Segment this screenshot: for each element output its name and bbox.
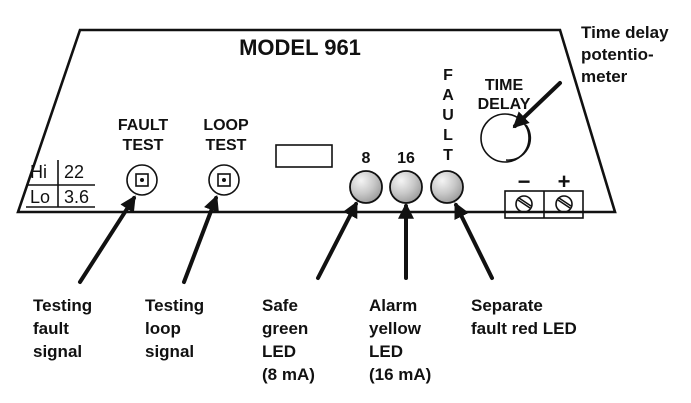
callout-alarm-led: Alarm yellow LED (16 mA) bbox=[369, 296, 431, 384]
fault-test-label-1: FAULT bbox=[118, 117, 169, 134]
loop-test-button[interactable]: LOOP TEST bbox=[203, 117, 249, 196]
svg-text:Testing: Testing bbox=[145, 296, 204, 315]
range-lo-value: 3.6 bbox=[64, 187, 89, 207]
range-hi-label: Hi bbox=[30, 162, 47, 182]
fault-vertical-label: F A U L T bbox=[442, 67, 454, 164]
panel-title: MODEL 961 bbox=[239, 35, 361, 60]
range-block: Hi Lo 22 3.6 bbox=[26, 160, 95, 208]
panel-outline bbox=[16, 28, 617, 214]
callout-fault-led: Separate fault red LED bbox=[471, 296, 577, 338]
svg-text:fault red LED: fault red LED bbox=[471, 319, 577, 338]
svg-text:Safe: Safe bbox=[262, 296, 298, 315]
fault-test-label-2: TEST bbox=[123, 137, 164, 154]
callout-safe-led: Safe green LED (8 mA) bbox=[262, 296, 315, 384]
terminal-minus-label: − bbox=[518, 169, 531, 194]
loop-test-label-1: LOOP bbox=[203, 117, 249, 134]
svg-text:signal: signal bbox=[145, 342, 194, 361]
callout-time-delay: Time delay potentio- meter bbox=[581, 23, 669, 86]
svg-text:T: T bbox=[443, 147, 453, 164]
svg-text:Separate: Separate bbox=[471, 296, 543, 315]
arrow-testing-loop bbox=[182, 195, 219, 284]
svg-text:F: F bbox=[443, 67, 453, 84]
terminal-screw-plus[interactable] bbox=[555, 195, 573, 213]
svg-text:meter: meter bbox=[581, 67, 628, 86]
arrow-safe-led bbox=[316, 201, 358, 280]
fault-red-led bbox=[430, 170, 464, 204]
svg-text:(8 mA): (8 mA) bbox=[262, 365, 315, 384]
time-delay-potentiometer[interactable] bbox=[480, 113, 532, 163]
arrow-time-delay bbox=[512, 81, 562, 129]
svg-text:signal: signal bbox=[33, 342, 82, 361]
display-window bbox=[275, 144, 333, 168]
svg-text:Alarm: Alarm bbox=[369, 296, 417, 315]
callout-testing-loop: Testing loop signal bbox=[145, 296, 204, 361]
time-delay-label-1: TIME bbox=[485, 77, 524, 94]
fault-test-button[interactable]: FAULT TEST bbox=[118, 117, 169, 196]
callout-testing-fault: Testing fault signal bbox=[33, 296, 92, 361]
arrow-fault-led bbox=[454, 202, 494, 280]
led-label-8: 8 bbox=[362, 150, 371, 167]
svg-text:LED: LED bbox=[369, 342, 403, 361]
terminal-plus-label: + bbox=[558, 169, 571, 194]
led-label-16: 16 bbox=[397, 150, 415, 167]
svg-text:potentio-: potentio- bbox=[581, 45, 654, 64]
svg-text:A: A bbox=[442, 87, 454, 104]
svg-text:Time delay: Time delay bbox=[581, 23, 669, 42]
svg-text:yellow: yellow bbox=[369, 319, 422, 338]
alarm-yellow-led bbox=[389, 170, 423, 204]
svg-text:fault: fault bbox=[33, 319, 69, 338]
range-lo-label: Lo bbox=[30, 187, 50, 207]
arrow-testing-fault bbox=[78, 195, 136, 284]
terminal-screw-minus[interactable] bbox=[515, 195, 533, 213]
svg-text:green: green bbox=[262, 319, 308, 338]
svg-text:(16 mA): (16 mA) bbox=[369, 365, 431, 384]
svg-text:LED: LED bbox=[262, 342, 296, 361]
svg-text:U: U bbox=[442, 107, 454, 124]
terminal-strip bbox=[504, 190, 584, 219]
loop-test-label-2: TEST bbox=[206, 137, 247, 154]
svg-text:Testing: Testing bbox=[33, 296, 92, 315]
safe-green-led bbox=[349, 170, 383, 204]
svg-text:loop: loop bbox=[145, 319, 181, 338]
svg-text:L: L bbox=[443, 127, 453, 144]
range-hi-value: 22 bbox=[64, 162, 84, 182]
time-delay-label-2: DELAY bbox=[478, 96, 531, 113]
